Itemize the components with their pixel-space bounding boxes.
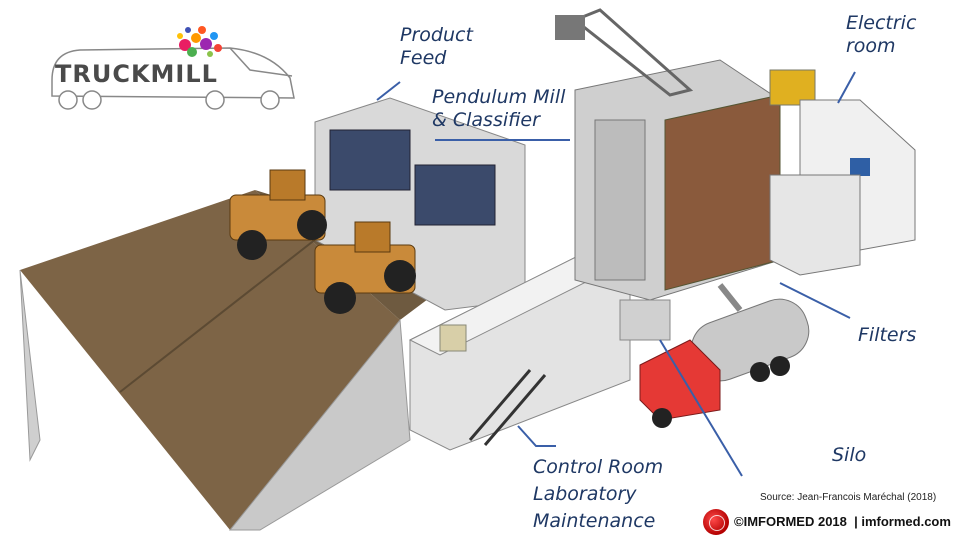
logo-dot	[185, 27, 191, 33]
pendulum-mill-tower	[555, 8, 816, 341]
label-filters: Filters	[858, 324, 917, 346]
copyright-footer: ©IMFORMED 2018 | imformed.com	[734, 514, 951, 529]
leader-filters	[779, 282, 851, 319]
logo-dot	[177, 33, 183, 39]
leader-silo	[659, 339, 743, 477]
logo-dot	[187, 47, 197, 57]
leader-product-feed	[376, 81, 401, 101]
logo-dot	[207, 51, 213, 57]
leader-lines	[376, 71, 856, 477]
source-caption: Source: Jean-Francois Maréchal (2018)	[760, 492, 937, 503]
filters-unit	[769, 174, 861, 276]
logo-dot	[214, 44, 222, 52]
label-silo: Silo	[832, 444, 867, 466]
logo-dot	[198, 26, 206, 34]
truckmill-logo	[51, 26, 295, 110]
label-electric-room: Electric room	[846, 12, 917, 57]
logo-dot	[191, 33, 201, 43]
leader-electric-room	[837, 71, 856, 104]
label-pendulum-mill: Pendulum Mill & Classifier	[432, 86, 566, 131]
wheel-loader-1	[229, 169, 327, 260]
label-control-room: Control Room Laboratory Maintenance	[533, 456, 664, 532]
wheel-loader-2	[314, 221, 416, 314]
leader-control-room	[517, 425, 556, 447]
logo-dot	[200, 38, 212, 50]
imformed-logo-icon	[703, 509, 729, 535]
silo-tanker-truck	[639, 283, 810, 428]
truckmill-logo-text: TRUCKMILL	[55, 60, 218, 88]
label-product-feed: Product Feed	[400, 24, 473, 69]
logo-dots-icon	[177, 26, 222, 57]
logo-dot	[210, 32, 218, 40]
logo-dot	[179, 39, 191, 51]
